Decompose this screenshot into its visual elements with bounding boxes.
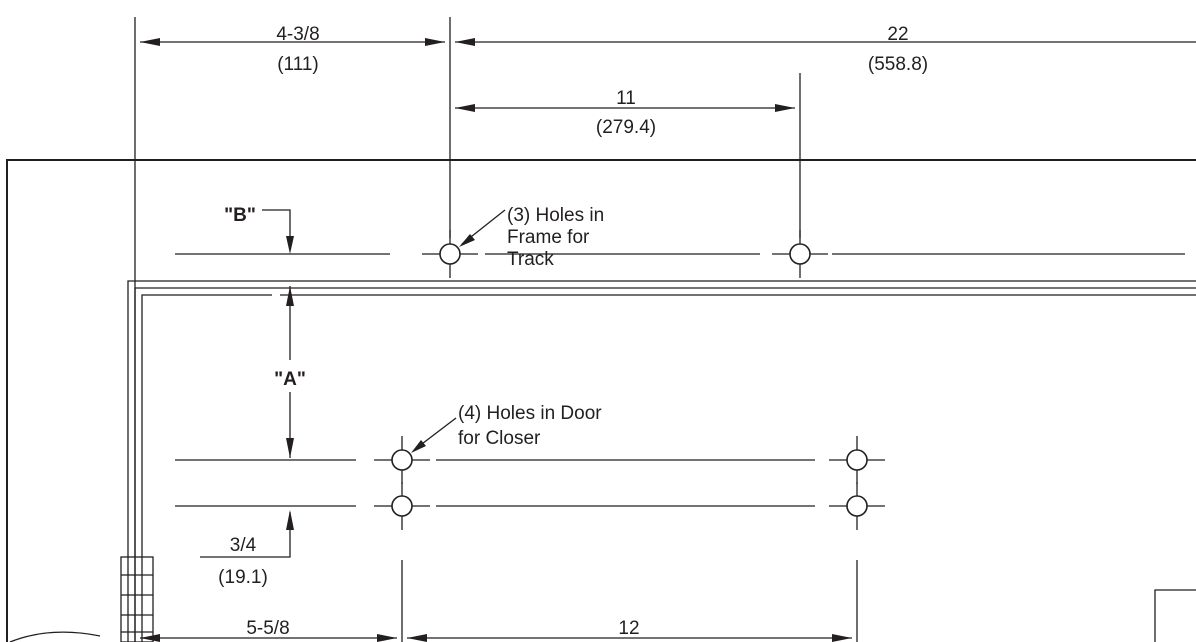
frame-outline bbox=[6, 159, 1196, 642]
dim-5-5-8-value: 5-5/8 bbox=[246, 618, 289, 639]
hinge bbox=[120, 556, 154, 642]
dim-b-leader bbox=[262, 209, 294, 254]
door-hole-lower-left bbox=[374, 482, 430, 530]
dim-4-3-8-metric: (111) bbox=[277, 54, 319, 75]
dim-a-line bbox=[286, 286, 294, 458]
dim-22-metric: (558.8) bbox=[868, 54, 928, 75]
dimension-22 bbox=[455, 38, 1196, 46]
dimension-11 bbox=[455, 104, 795, 112]
door-outline-middle bbox=[134, 287, 1196, 642]
dim-22-value: 22 bbox=[887, 24, 908, 45]
dimension-12 bbox=[407, 634, 852, 642]
door-holes-label-line1: (4) Holes in Door bbox=[458, 403, 602, 424]
dim-3-4-value: 3/4 bbox=[230, 535, 257, 556]
door-hole-upper-left bbox=[374, 436, 430, 484]
dim-11-metric: (279.4) bbox=[596, 117, 656, 138]
door-holes-label-line2: for Closer bbox=[458, 428, 541, 449]
frame-holes-label-line3: Track bbox=[507, 249, 554, 270]
bottom-right-bracket bbox=[1154, 589, 1196, 642]
dim-11-value: 11 bbox=[616, 88, 636, 109]
door-top-inner-left bbox=[141, 294, 272, 642]
door-hole-upper-right bbox=[829, 436, 885, 484]
dim-b-label: "B" bbox=[224, 205, 256, 226]
dimension-4-3-8 bbox=[140, 38, 445, 46]
dim-4-3-8-value: 4-3/8 bbox=[276, 24, 319, 45]
door-hole-lower-right bbox=[829, 482, 885, 530]
dim-a-label: "A" bbox=[274, 369, 306, 390]
dim-3-4-metric: (19.1) bbox=[218, 567, 268, 588]
frame-holes-leader bbox=[459, 209, 506, 247]
door-holes-leader bbox=[411, 417, 457, 453]
frame-hole-2 bbox=[772, 230, 828, 278]
dimension-3-4 bbox=[200, 510, 294, 558]
door-outline-outer bbox=[127, 280, 1196, 642]
frame-hole-1 bbox=[422, 230, 478, 278]
frame-holes-label-line2: Frame for bbox=[507, 227, 590, 248]
dim-12-value: 12 bbox=[618, 618, 639, 639]
dimension-5-5-8 bbox=[140, 634, 397, 642]
door-swing-arc bbox=[9, 631, 101, 642]
frame-holes-label-line1: (3) Holes in bbox=[507, 205, 604, 226]
